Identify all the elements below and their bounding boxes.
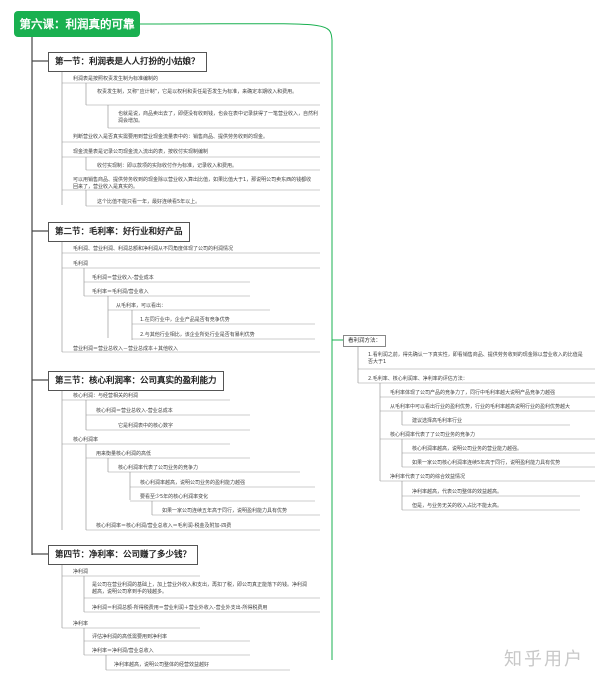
right-branch-title: 看利润方法：: [343, 335, 387, 347]
node: 现金流量表是记录公司现金流入流出的表，按收付实现制编制: [73, 149, 209, 155]
node: 核心利润：与经营相关的利润: [73, 393, 139, 399]
node: 评估净利润的高低需要用到净利率: [92, 634, 168, 640]
node: 核心利润率越高，说明公司业务的盈利能力越强: [140, 480, 246, 486]
node: 从毛利率，可以看出：: [116, 303, 167, 309]
node: 但是，与业务无关的收入占比不能太高。: [412, 503, 503, 509]
node: 是公司在营业利润的基础上，加上营业外收入和支出，再扣了税，即公司真正能落下的钱。…: [92, 582, 308, 595]
node: 这个比值不能只看一年，最好连续看5年以上。: [97, 199, 201, 205]
node: 权责发生制，又称“应计制”，它是以权利和责任是否发生为标准，来确定本期收入和费用…: [97, 89, 298, 95]
node: 收付实现制：即以款项的实际收付作为标准，记录收入和费用。: [97, 163, 238, 169]
node: 核心利润率越高，说明公司业务的营业能力越强。: [412, 446, 523, 452]
node: 净利率＝净利润/营业总收入: [92, 648, 154, 654]
node: 1.看利润之前，得先确认一下真实性，即看销售商品、提供劳务收到的现金除以营业收入…: [368, 352, 583, 365]
node: 2.毛利率、核心利润率、净利率的评估方法：: [368, 376, 468, 382]
node: 核心利润率: [73, 437, 99, 443]
node: 从毛利率中可以看出行业的盈利优势，行业的毛利率越高说明行业的盈利优势越大: [390, 404, 571, 410]
node: 利润表是按照权责发生制为标准编制的: [73, 76, 159, 82]
node: 净利率代表了公司的综合效益情况: [390, 474, 466, 480]
node: 净利率: [73, 621, 89, 627]
section-1-title: 第一节：利润表是人人打扮的小姑娘？: [48, 52, 207, 72]
node: 净利率越高，说明公司整体的经营效益越好: [114, 662, 210, 668]
node: 它是利润表中的核心数字: [118, 423, 174, 429]
node: 如果一家公司核心利润率连续5年高于同行，说明盈利能力具有优势: [412, 460, 561, 466]
node: 毛利率体现了公司产品的竞争力了，同行中毛利率越大说明产品竞争力越强: [390, 390, 556, 396]
node: 1.在同行业中，企业产品是否有竞争优势: [140, 317, 230, 323]
node: 毛利润: [73, 261, 89, 267]
section-3-title: 第三节：核心利润率：公司真实的盈利能力: [48, 371, 224, 391]
node: 毛利率＝毛利润/营业收入: [92, 289, 149, 295]
node: 净利率越高，代表公司整体的效益越高。: [412, 489, 503, 495]
node: 也就是说，商品卖出去了，即便没有收到钱，也会在表中记录获得了一笔营业收入，自然利…: [118, 111, 319, 124]
node: 2.与其他行业相比，该企业所处行业是否有暴利优势: [140, 332, 255, 338]
node: 核心利润率＝核心利润/营业总收入＝毛利润-税金及附加-四费: [96, 523, 232, 529]
node: 判断营业收入是否真实需要用到营业现金流量表中的：销售商品、提供劳务收到的现金。: [73, 134, 269, 140]
section-2-title: 第二节：毛利率：好行业和好产品: [48, 222, 190, 242]
node: 建议选择高毛利率行业: [412, 418, 463, 424]
node: 核心利润＝营业总收入-营业总成本: [96, 408, 173, 414]
mindmap-root: 第六课：利润真的可靠吗: [14, 11, 140, 57]
node: 净利润: [73, 569, 89, 575]
node: 要看至少5年的核心利润率变化: [140, 494, 209, 500]
node: 净利润＝利润总额-所得税费用＝营业利润＋营业外收入-营业外支出-所得税费用: [92, 605, 268, 611]
node: 可以用销售商品、提供劳务收到的现金除以营业收入算出比值，如果比值大于1，那说明公…: [73, 177, 312, 190]
connector-line: [139, 23, 333, 660]
node: 用来衡量核心利润的高低: [96, 451, 152, 457]
node: 核心利润率代表了了公司业务的竞争力: [390, 432, 476, 438]
node: 如果一家公司连续五年高于同行，说明盈利能力具有优势: [162, 508, 288, 514]
watermark: 知乎用户: [504, 649, 584, 670]
section-4-title: 第四节：净利率：公司赚了多少钱？: [48, 545, 199, 565]
node: 毛利润＝营业收入-营业成本: [92, 275, 154, 281]
node: 核心利润率代表了公司业务的竞争力: [118, 465, 199, 471]
node: 营业利润＝营业总收入－营业总成本＋其他收入: [73, 346, 179, 352]
node: 毛利润、营业利润、利润总额和净利润从不同角度体现了公司的利润情况: [73, 246, 234, 252]
